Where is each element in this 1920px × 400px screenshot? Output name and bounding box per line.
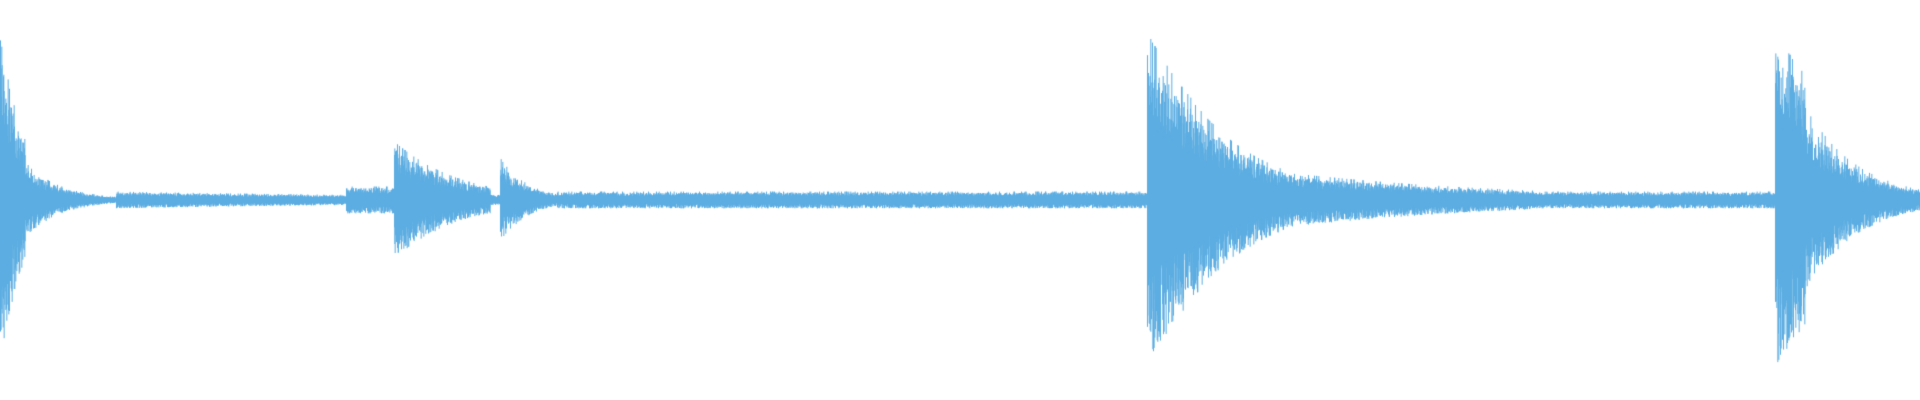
audio-waveform[interactable] bbox=[0, 0, 1920, 400]
